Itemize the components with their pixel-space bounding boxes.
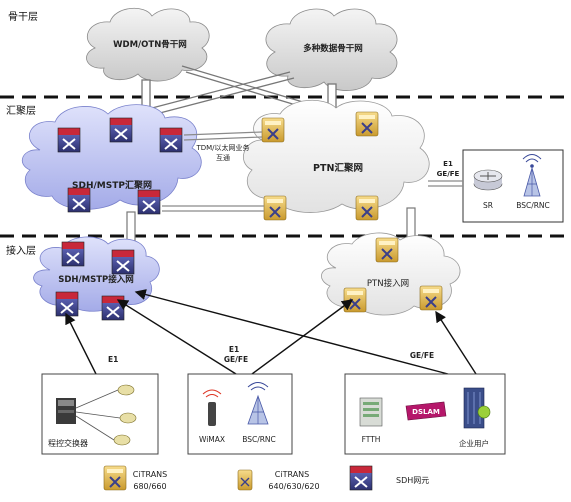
cloud-ptn-aggregation: PTN汇聚网	[242, 99, 430, 213]
legend-citrans-680-icon	[103, 465, 127, 491]
arrow-enterprise-to-ptn	[435, 310, 477, 375]
phone-icon	[113, 384, 137, 446]
sdh-node-icon	[159, 127, 183, 153]
link-label-gefe-agg: GE/FE	[437, 170, 460, 178]
cloud-label-sdh-agg: SDH/MSTP汇聚网	[72, 179, 152, 191]
label-bsc-agg: BSC/RNC	[516, 201, 550, 210]
arrow-wimax-to-ptn	[251, 299, 354, 375]
label-bsc-acc: BSC/RNC	[242, 435, 276, 444]
sdh-node-icon	[111, 249, 135, 275]
ptn-node-icon	[263, 195, 287, 221]
legend-sdh-icon	[349, 465, 373, 491]
ptn-node-icon	[419, 285, 443, 311]
legend-citrans-640-icon	[237, 469, 253, 491]
link-label-gefe-mid: GE/FE	[224, 355, 248, 364]
ptn-node-icon	[355, 195, 379, 221]
sr-bsc-box: SR BSC/RNC	[462, 149, 564, 223]
sdh-node-icon	[109, 117, 133, 143]
dslam-icon: DSLAM	[405, 401, 447, 421]
cloud-sdh-access: SDH/MSTP接入网	[33, 236, 160, 312]
bsc-tower-icon	[247, 382, 269, 425]
tdm-note-line1: TDM/以太网业务	[195, 143, 249, 152]
cloud-label-ptn-agg: PTN汇聚网	[313, 162, 363, 174]
legend-citrans2-line1: CiTRANS	[275, 470, 309, 479]
agg-interconnect	[162, 131, 264, 212]
cloud-wdm-otn: WDM/OTN骨干网	[86, 8, 210, 82]
link-label-e1-left: E1	[108, 355, 118, 364]
sdh-node-icon	[67, 187, 91, 213]
box-wimax-bsc: WiMAX BSC/RNC	[187, 373, 293, 455]
link-label-e1-agg: E1	[443, 160, 453, 168]
cloud-label-ptn-acc: PTN接入网	[367, 278, 409, 289]
tdm-note-line2: 互通	[216, 153, 230, 162]
ptn-node-icon	[355, 111, 379, 137]
label-dslam: DSLAM	[412, 408, 440, 416]
legend-citrans1-line1: CiTRANS	[133, 470, 167, 479]
ptn-to-sr-link	[428, 180, 463, 187]
arrow-enterprise-to-sdh	[134, 289, 449, 375]
sdh-node-icon	[137, 189, 161, 215]
link-label-gefe-right: GE/FE	[410, 351, 434, 360]
arrow-pbx-to-sdh	[65, 312, 97, 375]
cloud-label-multi: 多种数据骨干网	[303, 43, 363, 54]
sdh-node-icon	[57, 127, 81, 153]
sdh-node-icon	[101, 295, 125, 321]
legend-citrans1-line2: 680/660	[133, 482, 166, 491]
cloud-multi-data: 多种数据骨干网	[265, 8, 398, 91]
cloud-label-wdm: WDM/OTN骨干网	[113, 39, 187, 50]
ftth-cabinet-icon	[359, 397, 383, 427]
legend-citrans2-line2: 640/630/620	[268, 482, 319, 491]
ptn-node-icon	[343, 287, 367, 313]
router-icon	[473, 169, 503, 191]
enterprise-building-icon	[463, 387, 491, 429]
sdh-node-icon	[55, 291, 79, 317]
box-ftth-dslam-enterprise: FTTH DSLAM 企业用户	[344, 373, 506, 455]
legend: CiTRANS 680/660 CiTRANS 640/630/620 SDH网…	[103, 465, 429, 491]
label-wimax: WiMAX	[199, 435, 225, 444]
label-ftth: FTTH	[362, 435, 381, 444]
bsc-tower-icon	[522, 154, 542, 197]
layer-label-aggregation: 汇聚层	[6, 104, 36, 117]
label-sr: SR	[483, 201, 493, 210]
layer-label-access: 接入层	[6, 244, 36, 257]
box-pbx: 程控交换器	[41, 373, 159, 455]
label-pbx: 程控交换器	[48, 438, 88, 448]
legend-sdh-label: SDH网元	[396, 476, 429, 485]
sdh-node-icon	[61, 241, 85, 267]
link-label-e1-mid: E1	[229, 345, 239, 354]
arrow-wimax-to-sdh	[116, 299, 237, 375]
ptn-node-icon	[375, 237, 399, 263]
cloud-label-sdh-acc: SDH/MSTP接入网	[58, 274, 134, 285]
pbx-switch-icon	[56, 398, 76, 424]
access-links	[65, 289, 477, 375]
layer-label-backbone: 骨干层	[8, 11, 38, 23]
ptn-node-icon	[261, 117, 285, 143]
label-enterprise: 企业用户	[459, 438, 489, 448]
wimax-antenna-icon	[202, 389, 222, 426]
